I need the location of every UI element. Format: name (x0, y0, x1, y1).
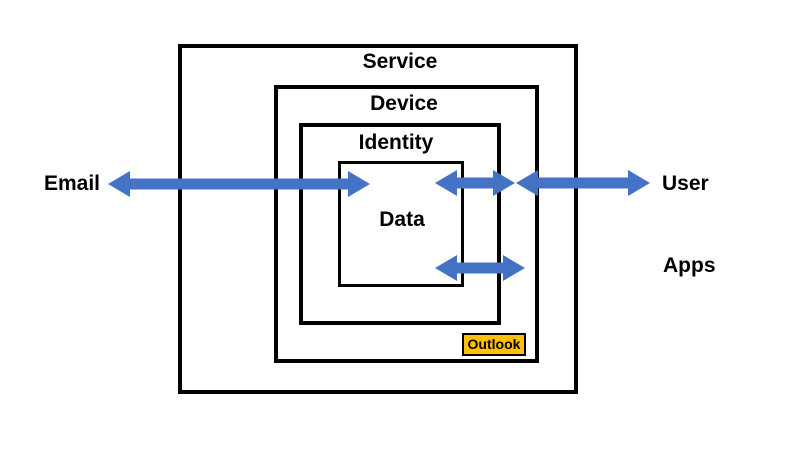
double-arrow-shape (108, 171, 370, 197)
data-label: Data (379, 208, 425, 231)
email-label: Email (43, 172, 100, 195)
device-box (274, 85, 539, 363)
outlook-badge: Outlook (462, 333, 526, 356)
identity-box (299, 123, 501, 325)
user-label: User (662, 172, 709, 195)
service-label: Service (362, 50, 438, 73)
double-arrow-shape (516, 170, 650, 196)
data-device-arrow-icon (435, 170, 515, 196)
data-box (338, 161, 464, 287)
double-arrow-shape (435, 255, 525, 281)
double-arrow-shape (435, 170, 515, 196)
data-apps-arrow-icon (435, 255, 525, 281)
device-label: Device (370, 92, 438, 115)
email-data-arrow-icon (108, 171, 370, 197)
service-user-arrow-icon (516, 170, 650, 196)
service-box (178, 44, 578, 394)
apps-label: Apps (663, 254, 716, 277)
identity-label: Identity (358, 131, 434, 154)
